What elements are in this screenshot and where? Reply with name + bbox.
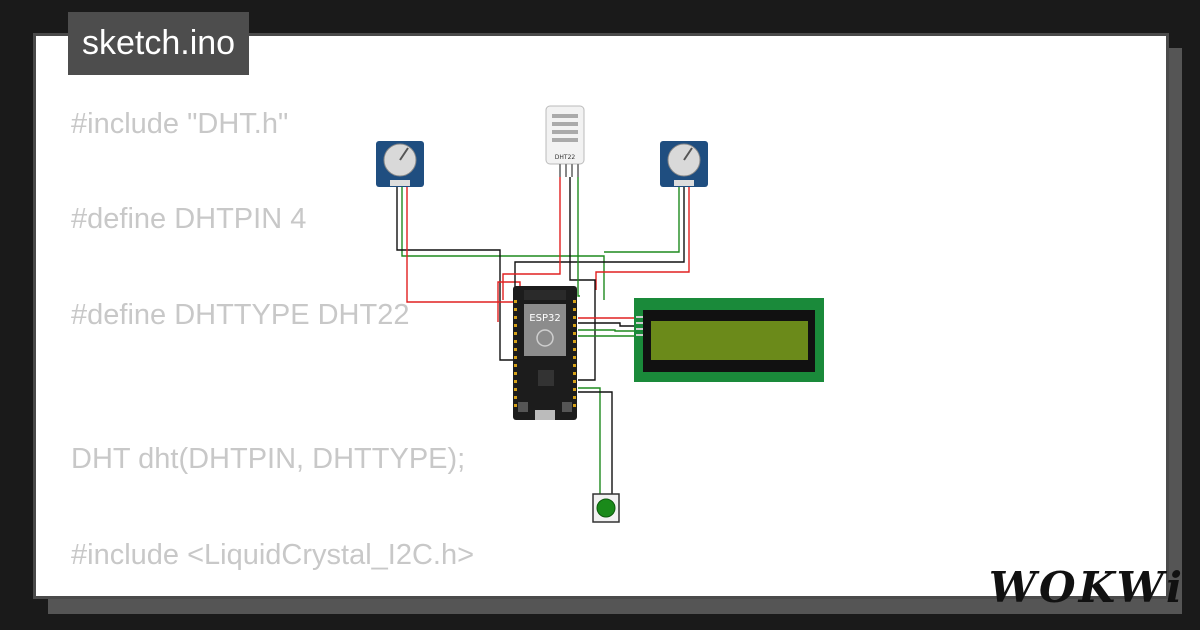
code-line: DHT dht(DHTPIN, DHTTYPE); <box>71 443 466 475</box>
dht22-label: DHT22 <box>555 154 576 161</box>
wire-red <box>595 187 690 290</box>
wire-green <box>578 387 601 494</box>
code-line: #define DHTTYPE DHT22 <box>71 299 410 331</box>
wire-black <box>396 187 513 361</box>
code-line: #include "DHT.h" <box>71 108 289 140</box>
esp32-board[interactable]: ESP32 <box>513 286 577 420</box>
code-line: #define DHTPIN 4 <box>71 203 307 235</box>
wire-green <box>604 187 680 253</box>
pushbutton[interactable] <box>592 493 620 523</box>
dht22-sensor[interactable]: DHT22 <box>545 105 585 177</box>
lcd-display[interactable] <box>634 298 824 382</box>
wire-black <box>569 177 596 381</box>
potentiometer-right[interactable] <box>660 141 708 187</box>
code-line: #include <LiquidCrystal_I2C.h> <box>71 539 475 571</box>
esp32-label: ESP32 <box>529 313 560 324</box>
wire-green <box>401 187 605 300</box>
wire-red <box>406 187 521 322</box>
wire-black <box>578 391 613 494</box>
wire-red <box>502 177 561 300</box>
wire-green <box>578 329 635 332</box>
preview-card: #include "DHT.h" #define DHTPIN 4 #defin… <box>33 33 1169 599</box>
potentiometer-left[interactable] <box>376 141 424 187</box>
wire-black <box>578 322 635 327</box>
sketch-filename-tab[interactable]: sketch.ino <box>68 12 250 75</box>
wire-green <box>577 177 580 297</box>
wokwi-logo: WOKWi <box>988 563 1185 612</box>
